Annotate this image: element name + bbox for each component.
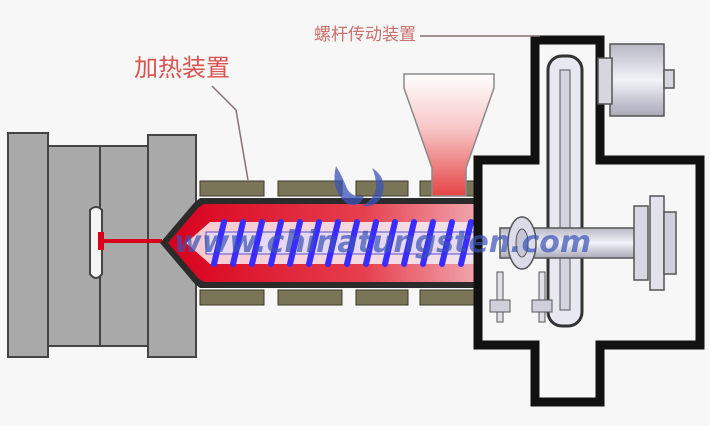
pulley-inner	[559, 69, 571, 311]
pulley-assembly	[546, 54, 584, 328]
mold-runner	[100, 239, 162, 243]
piston-rod-2	[538, 271, 546, 323]
hopper	[403, 73, 495, 197]
piston-rod-1	[496, 271, 504, 323]
heating-label: 加热装置	[134, 54, 230, 82]
screw-drive-label: 螺杆传动装置	[314, 25, 416, 45]
heating-leader	[211, 85, 249, 181]
heater-band-bottom-2	[277, 289, 343, 306]
motor-flange	[597, 57, 613, 105]
screw-flight	[458, 219, 474, 267]
heater-band-top-2	[277, 180, 343, 197]
screw-flight	[420, 219, 436, 267]
end-flange-1	[633, 205, 649, 281]
screw-flight	[439, 219, 455, 267]
hopper-funnel	[403, 73, 495, 197]
heater-band-bottom-1	[199, 289, 265, 306]
screw-flight	[344, 219, 360, 267]
screw-flight	[382, 219, 398, 267]
leader-lines	[211, 35, 540, 181]
mold-left-plate	[7, 132, 49, 358]
heater-band-top-1	[199, 180, 265, 197]
shaft-coupling-inner	[515, 228, 529, 258]
screw-flight	[401, 219, 417, 267]
screw-flight	[230, 219, 246, 267]
heater-band-bottom-3	[355, 289, 409, 306]
piston-head-1	[489, 299, 511, 313]
screw-flight	[268, 219, 284, 267]
drive-shaft	[499, 195, 677, 291]
screw-flight	[325, 219, 341, 267]
screw-flight	[249, 219, 265, 267]
piston-rods	[489, 271, 553, 323]
motor-body	[609, 43, 665, 117]
screw-flight	[306, 219, 322, 267]
screw-flight	[363, 219, 379, 267]
end-flange-3	[663, 211, 677, 275]
watermark-text: www.chinatungsten.com	[174, 225, 591, 260]
mold-right-block	[99, 145, 149, 347]
mold-cavity	[89, 206, 103, 279]
screw-flights	[211, 219, 493, 267]
mold-gate	[98, 232, 104, 250]
watermark-logo	[334, 166, 384, 207]
motor-shaft-end	[663, 69, 675, 89]
heater-band-bottom-4	[419, 289, 477, 306]
end-flange-2	[649, 195, 665, 291]
piston-head-2	[531, 299, 553, 313]
screw-flight	[211, 219, 227, 267]
motor	[597, 43, 675, 117]
screw-flight	[287, 219, 303, 267]
